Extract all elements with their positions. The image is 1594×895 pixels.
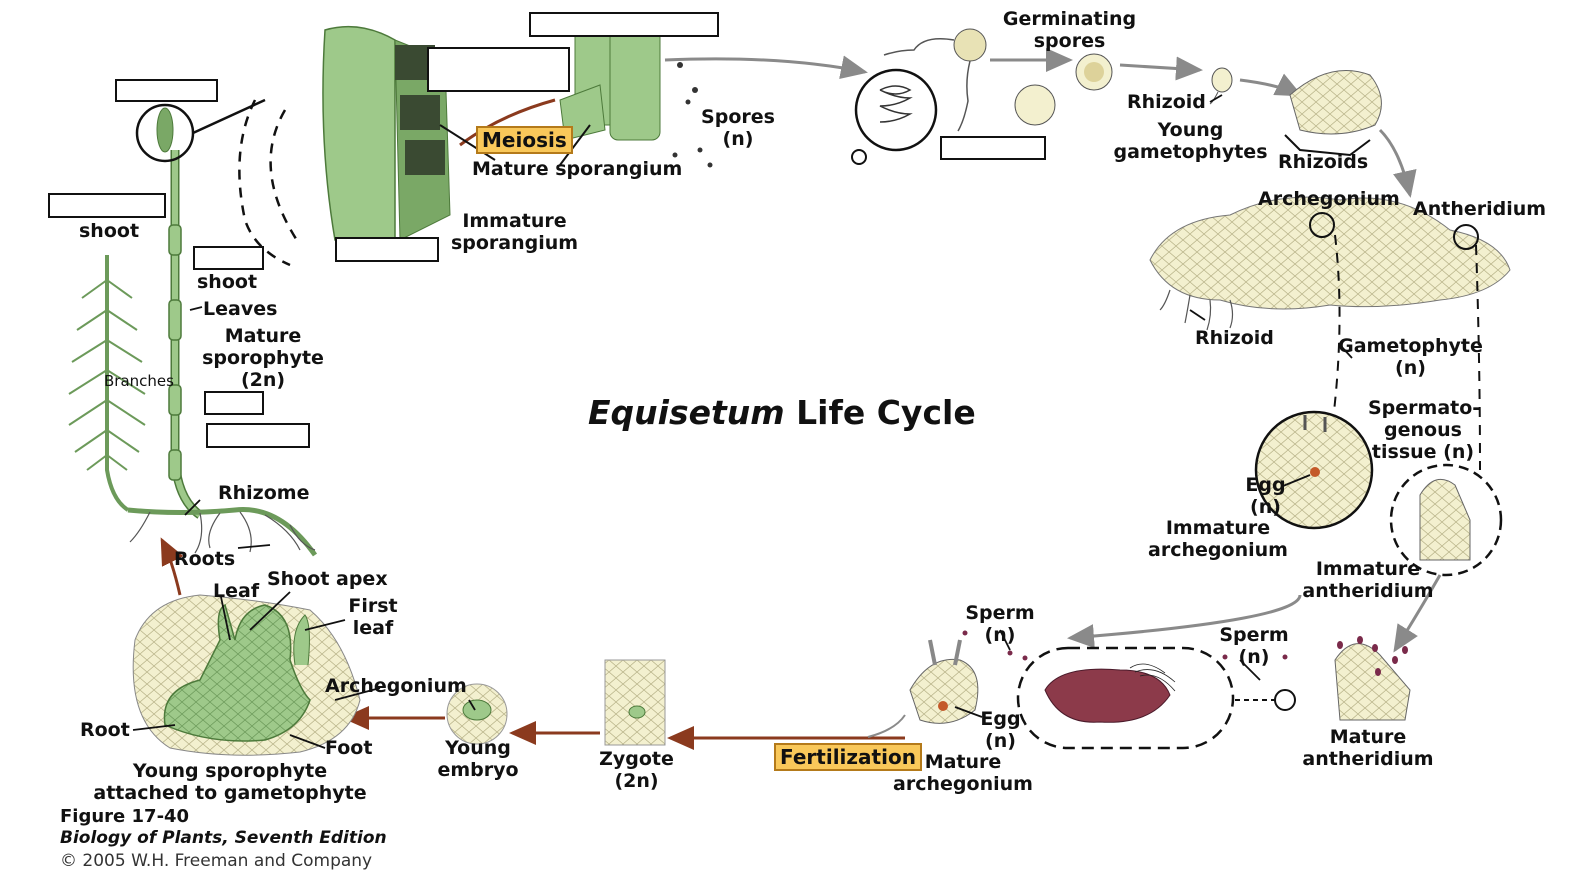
young-embryo-illustration bbox=[446, 683, 508, 745]
blank-label-box-7[interactable] bbox=[940, 136, 1046, 160]
label-sperm-left: Sperm (n) bbox=[965, 602, 1035, 646]
label-egg-top: Egg (n) bbox=[1245, 474, 1286, 518]
label-branches: Branches bbox=[104, 372, 174, 390]
label-young-embryo: Young embryo bbox=[437, 737, 519, 781]
label-mature-sporangium: Mature sporangium bbox=[472, 158, 683, 180]
label-young-sporophyte: Young sporophyte attached to gametophyte bbox=[93, 760, 367, 804]
label-rhizoid-mid: Rhizoid bbox=[1195, 327, 1274, 349]
blank-label-box-2[interactable] bbox=[427, 47, 570, 92]
label-gametophyte: Gametophyte (n) bbox=[1338, 335, 1483, 379]
blank-label-box-8[interactable] bbox=[204, 391, 264, 415]
figure-number: Figure 17-40 bbox=[60, 806, 190, 827]
label-archegonium-bottom: Archegonium bbox=[325, 675, 467, 697]
label-zygote: Zygote (2n) bbox=[599, 748, 674, 792]
blank-label-box-3[interactable] bbox=[115, 79, 218, 102]
label-antheridium: Antheridium bbox=[1413, 198, 1547, 220]
label-rhizoids: Rhizoids bbox=[1278, 151, 1369, 173]
blank-label-box-9[interactable] bbox=[206, 423, 310, 448]
label-roots: Roots bbox=[174, 548, 236, 570]
mature-archegonium-illustration bbox=[909, 639, 979, 724]
label-egg-bottom: Egg (n) bbox=[980, 708, 1021, 752]
immature-antheridium-illustration bbox=[1389, 463, 1503, 577]
label-shoot-mid: shoot bbox=[197, 271, 258, 293]
label-sperm-right: Sperm (n) bbox=[1219, 624, 1289, 668]
label-archegonium-top: Archegonium bbox=[1258, 188, 1400, 210]
label-immature-archegonium: Immature archegonium bbox=[1148, 517, 1288, 561]
book-title: Biology of Plants, Seventh Edition bbox=[60, 828, 387, 848]
label-rhizoid-top: Rhizoid bbox=[1127, 91, 1206, 113]
blank-label-box-1[interactable] bbox=[529, 12, 719, 37]
copyright: © 2005 W.H. Freeman and Company bbox=[60, 851, 373, 871]
diagram-title: Equisetum Life Cycle bbox=[588, 393, 976, 432]
young-sporophyte-illustration bbox=[132, 594, 361, 756]
label-mature-sporophyte: Mature sporophyte (2n) bbox=[202, 325, 324, 391]
blank-label-box-5[interactable] bbox=[193, 246, 264, 270]
label-leaf: Leaf bbox=[213, 580, 260, 602]
label-first-leaf: First leaf bbox=[348, 595, 398, 639]
label-root: Root bbox=[80, 719, 130, 741]
blank-label-box-6[interactable] bbox=[335, 237, 439, 262]
label-immature-sporangium: Immature sporangium bbox=[450, 210, 579, 254]
label-mature-archegonium: Mature archegonium bbox=[893, 751, 1033, 795]
mature-antheridium-illustration bbox=[1334, 636, 1411, 721]
label-germinating-spores: Germinating spores bbox=[1002, 8, 1137, 52]
young-gametophyte-illustration bbox=[1284, 70, 1382, 157]
label-leaves: Leaves bbox=[203, 298, 278, 320]
label-shoot-apex: Shoot apex bbox=[267, 568, 388, 590]
germinating-spores-illustration bbox=[851, 28, 1233, 165]
meiosis-tag: Meiosis bbox=[476, 126, 573, 154]
immature-archegonium-illustration bbox=[1254, 410, 1374, 530]
label-rhizome: Rhizome bbox=[218, 482, 310, 504]
label-mature-antheridium: Mature antheridium bbox=[1302, 726, 1434, 770]
blank-label-box-4[interactable] bbox=[48, 193, 166, 218]
label-immature-antheridium: Immature antheridium bbox=[1302, 558, 1434, 602]
zygote-illustration bbox=[604, 659, 666, 746]
label-foot: Foot bbox=[325, 737, 373, 759]
label-shoot-left: shoot bbox=[79, 220, 140, 242]
label-young-gametophytes: Young gametophytes bbox=[1113, 119, 1268, 163]
fertilization-tag: Fertilization bbox=[774, 743, 922, 771]
label-spores: Spores (n) bbox=[701, 106, 775, 150]
mature-sporophyte-illustration bbox=[68, 98, 318, 557]
sperm-closeup-illustration bbox=[962, 630, 1296, 750]
gametophyte-illustration bbox=[1149, 196, 1511, 471]
label-spermatogenous-tissue: Spermato- genous tissue (n) bbox=[1368, 397, 1481, 463]
